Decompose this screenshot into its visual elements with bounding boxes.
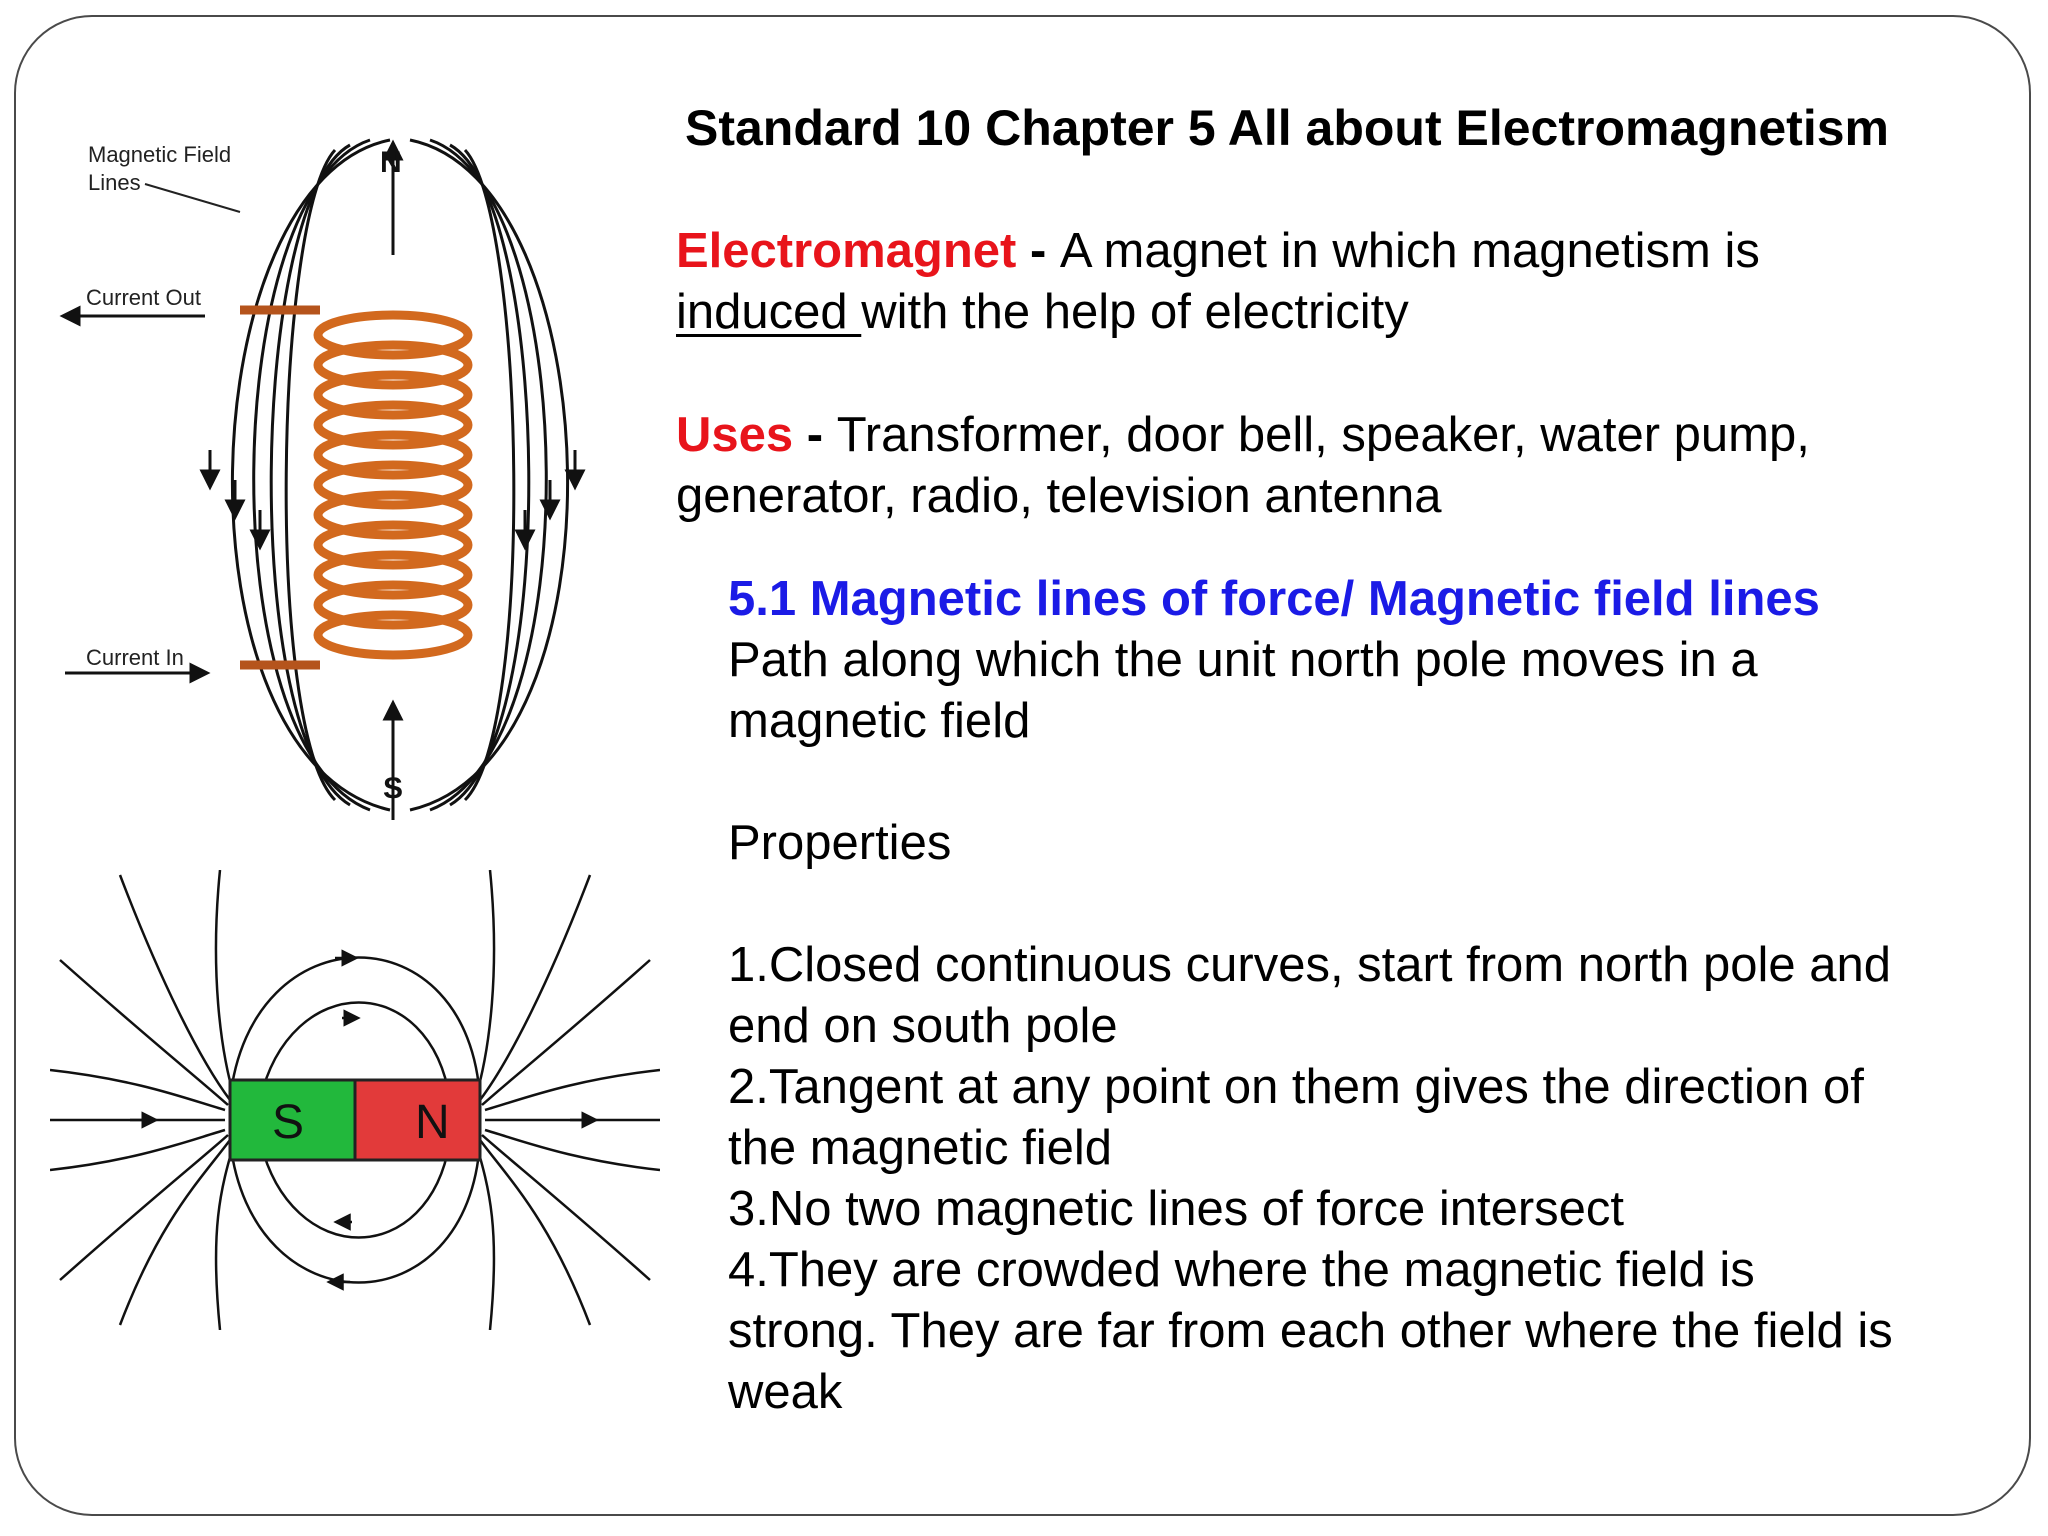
field-lines-leader — [144, 183, 241, 213]
property-line: weak — [728, 1365, 843, 1419]
property-line: 1.Closed continuous curves, start from n… — [728, 938, 1892, 992]
pole-n-label: N — [380, 146, 402, 179]
property-line: 4.They are crowded where the magnetic fi… — [728, 1243, 1755, 1297]
bar-field-lines — [50, 870, 660, 1330]
section-heading: 5.1 Magnetic lines of force/ Magnetic fi… — [728, 572, 1820, 626]
section-line-2: magnetic field — [728, 694, 1031, 748]
property-line: 2.Tangent at any point on them gives the… — [728, 1060, 1864, 1114]
solenoid-field-diagram: Magnetic Field Lines Current Out Current… — [59, 138, 586, 820]
electromagnet-definition: Electromagnet - A magnet in which magnet… — [676, 221, 1760, 343]
uses-dash: - — [793, 408, 837, 462]
south-pole-label: S — [272, 1096, 304, 1149]
properties-label: Properties — [728, 816, 952, 870]
field-lines — [199, 138, 586, 820]
property-line: 3.No two magnetic lines of force interse… — [728, 1182, 1625, 1236]
bar-magnet-field-diagram: S N — [50, 870, 660, 1330]
electromagnet-term: Electromagnet — [676, 224, 1017, 278]
slide-frame — [14, 15, 2031, 1516]
south-pole-block — [228, 1078, 357, 1162]
property-line: strong. They are far from each other whe… — [728, 1304, 1893, 1358]
coil — [240, 305, 473, 670]
bar-magnet: S N — [228, 1078, 482, 1162]
current-in-label: Current In — [86, 645, 184, 670]
uses-term: Uses — [676, 408, 794, 462]
field-lines-label-1: Magnetic Field — [88, 142, 231, 167]
north-pole-block — [353, 1078, 482, 1162]
property-line: end on south pole — [728, 999, 1118, 1053]
electromagnet-dash: - — [1016, 224, 1060, 278]
induced-underlined: induced — [676, 285, 862, 339]
electromagnet-text-2: with the help of electricity — [861, 285, 1409, 339]
north-pole-label: N — [415, 1096, 450, 1149]
pole-s-label: S — [383, 772, 403, 805]
field-lines-label-2: Lines — [88, 170, 141, 195]
uses-line-2: generator, radio, television antenna — [676, 469, 1442, 523]
current-out-label: Current Out — [86, 285, 201, 310]
uses-paragraph: Uses - Transformer, door bell, speaker, … — [676, 405, 1810, 527]
section-line-1: Path along which the unit north pole mov… — [728, 633, 1758, 687]
slide-title: Standard 10 Chapter 5 All about Electrom… — [685, 100, 1889, 156]
property-line: the magnetic field — [728, 1121, 1113, 1175]
uses-line-1: Transformer, door bell, speaker, water p… — [836, 408, 1810, 462]
electromagnet-text: A magnet in which magnetism is — [1059, 224, 1760, 278]
section-5-1: 5.1 Magnetic lines of force/ Magnetic fi… — [728, 569, 1893, 1423]
